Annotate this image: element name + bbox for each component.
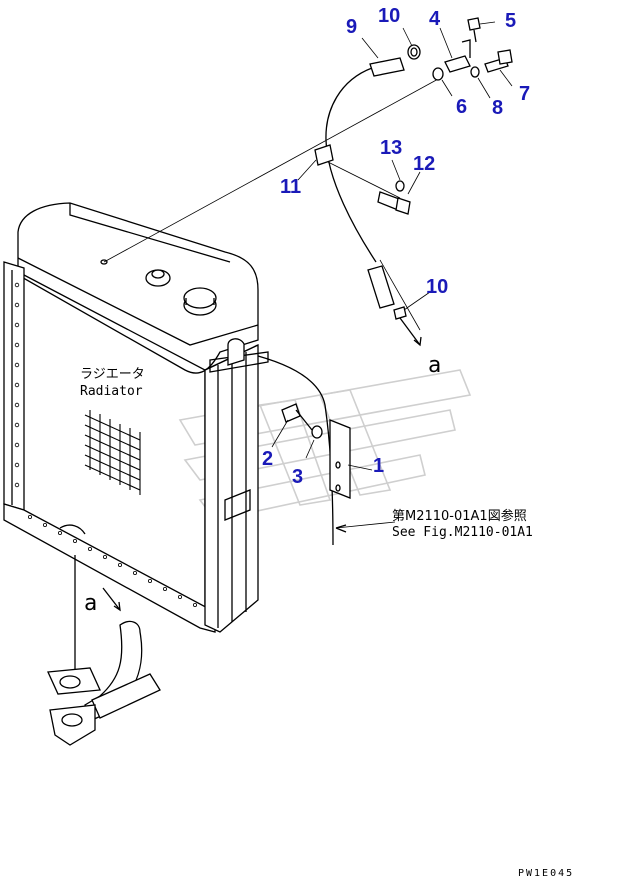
callout-5: 5 — [505, 10, 516, 32]
callout-10-upper: 10 — [378, 5, 400, 27]
callout-10-lower: 10 — [426, 276, 448, 298]
radiator-label-jp: ラジエータ — [80, 367, 145, 382]
part-12-bolt — [377, 191, 411, 215]
callout-3: 3 — [292, 466, 303, 488]
part-3-washer — [311, 425, 323, 439]
callout-4: 4 — [429, 8, 441, 30]
part-6-flange — [432, 67, 444, 81]
part-1-bracket — [329, 419, 351, 499]
overflow-hose — [103, 67, 441, 546]
part-11-clip — [314, 144, 334, 166]
callout-9: 9 — [346, 16, 357, 38]
callout-2: 2 — [262, 448, 273, 470]
callout-13: 13 — [380, 137, 402, 159]
callout-leaders — [271, 21, 513, 471]
figure-code: PW1E045 — [518, 868, 574, 879]
callout-1: 1 — [373, 455, 384, 477]
view-marker-lower: a — [84, 591, 97, 616]
part-7-bolt — [484, 49, 513, 73]
view-arrow-upper — [399, 317, 421, 346]
callout-8: 8 — [492, 97, 503, 119]
part-13-washer — [395, 180, 405, 192]
hose-end-lower — [367, 265, 395, 309]
reference-en: See Fig.M2110-01A1 — [392, 525, 533, 540]
reference-jp: 第M2110-01A1図参照 — [392, 508, 527, 524]
part-4-connector — [444, 39, 471, 73]
part-2-bolt — [281, 403, 313, 431]
callout-12: 12 — [413, 153, 435, 175]
part-10-clamp-upper — [407, 44, 421, 60]
callout-11: 11 — [280, 176, 301, 198]
callout-7: 7 — [519, 83, 530, 105]
callout-6: 6 — [456, 96, 467, 118]
part-5-bolt — [467, 17, 481, 43]
view-marker-upper: a — [428, 353, 441, 378]
lower-hose-detail — [47, 555, 161, 746]
part-9-sleeve — [369, 57, 405, 77]
callouts: 9 10 4 5 6 7 8 13 12 11 10 2 3 1 — [262, 5, 530, 488]
radiator-label-en: Radiator — [80, 384, 143, 399]
part-8-washer — [470, 66, 480, 78]
radiator-assembly: ラジエータ Radiator — [3, 202, 269, 633]
part-10-clamp-lower — [393, 306, 407, 320]
